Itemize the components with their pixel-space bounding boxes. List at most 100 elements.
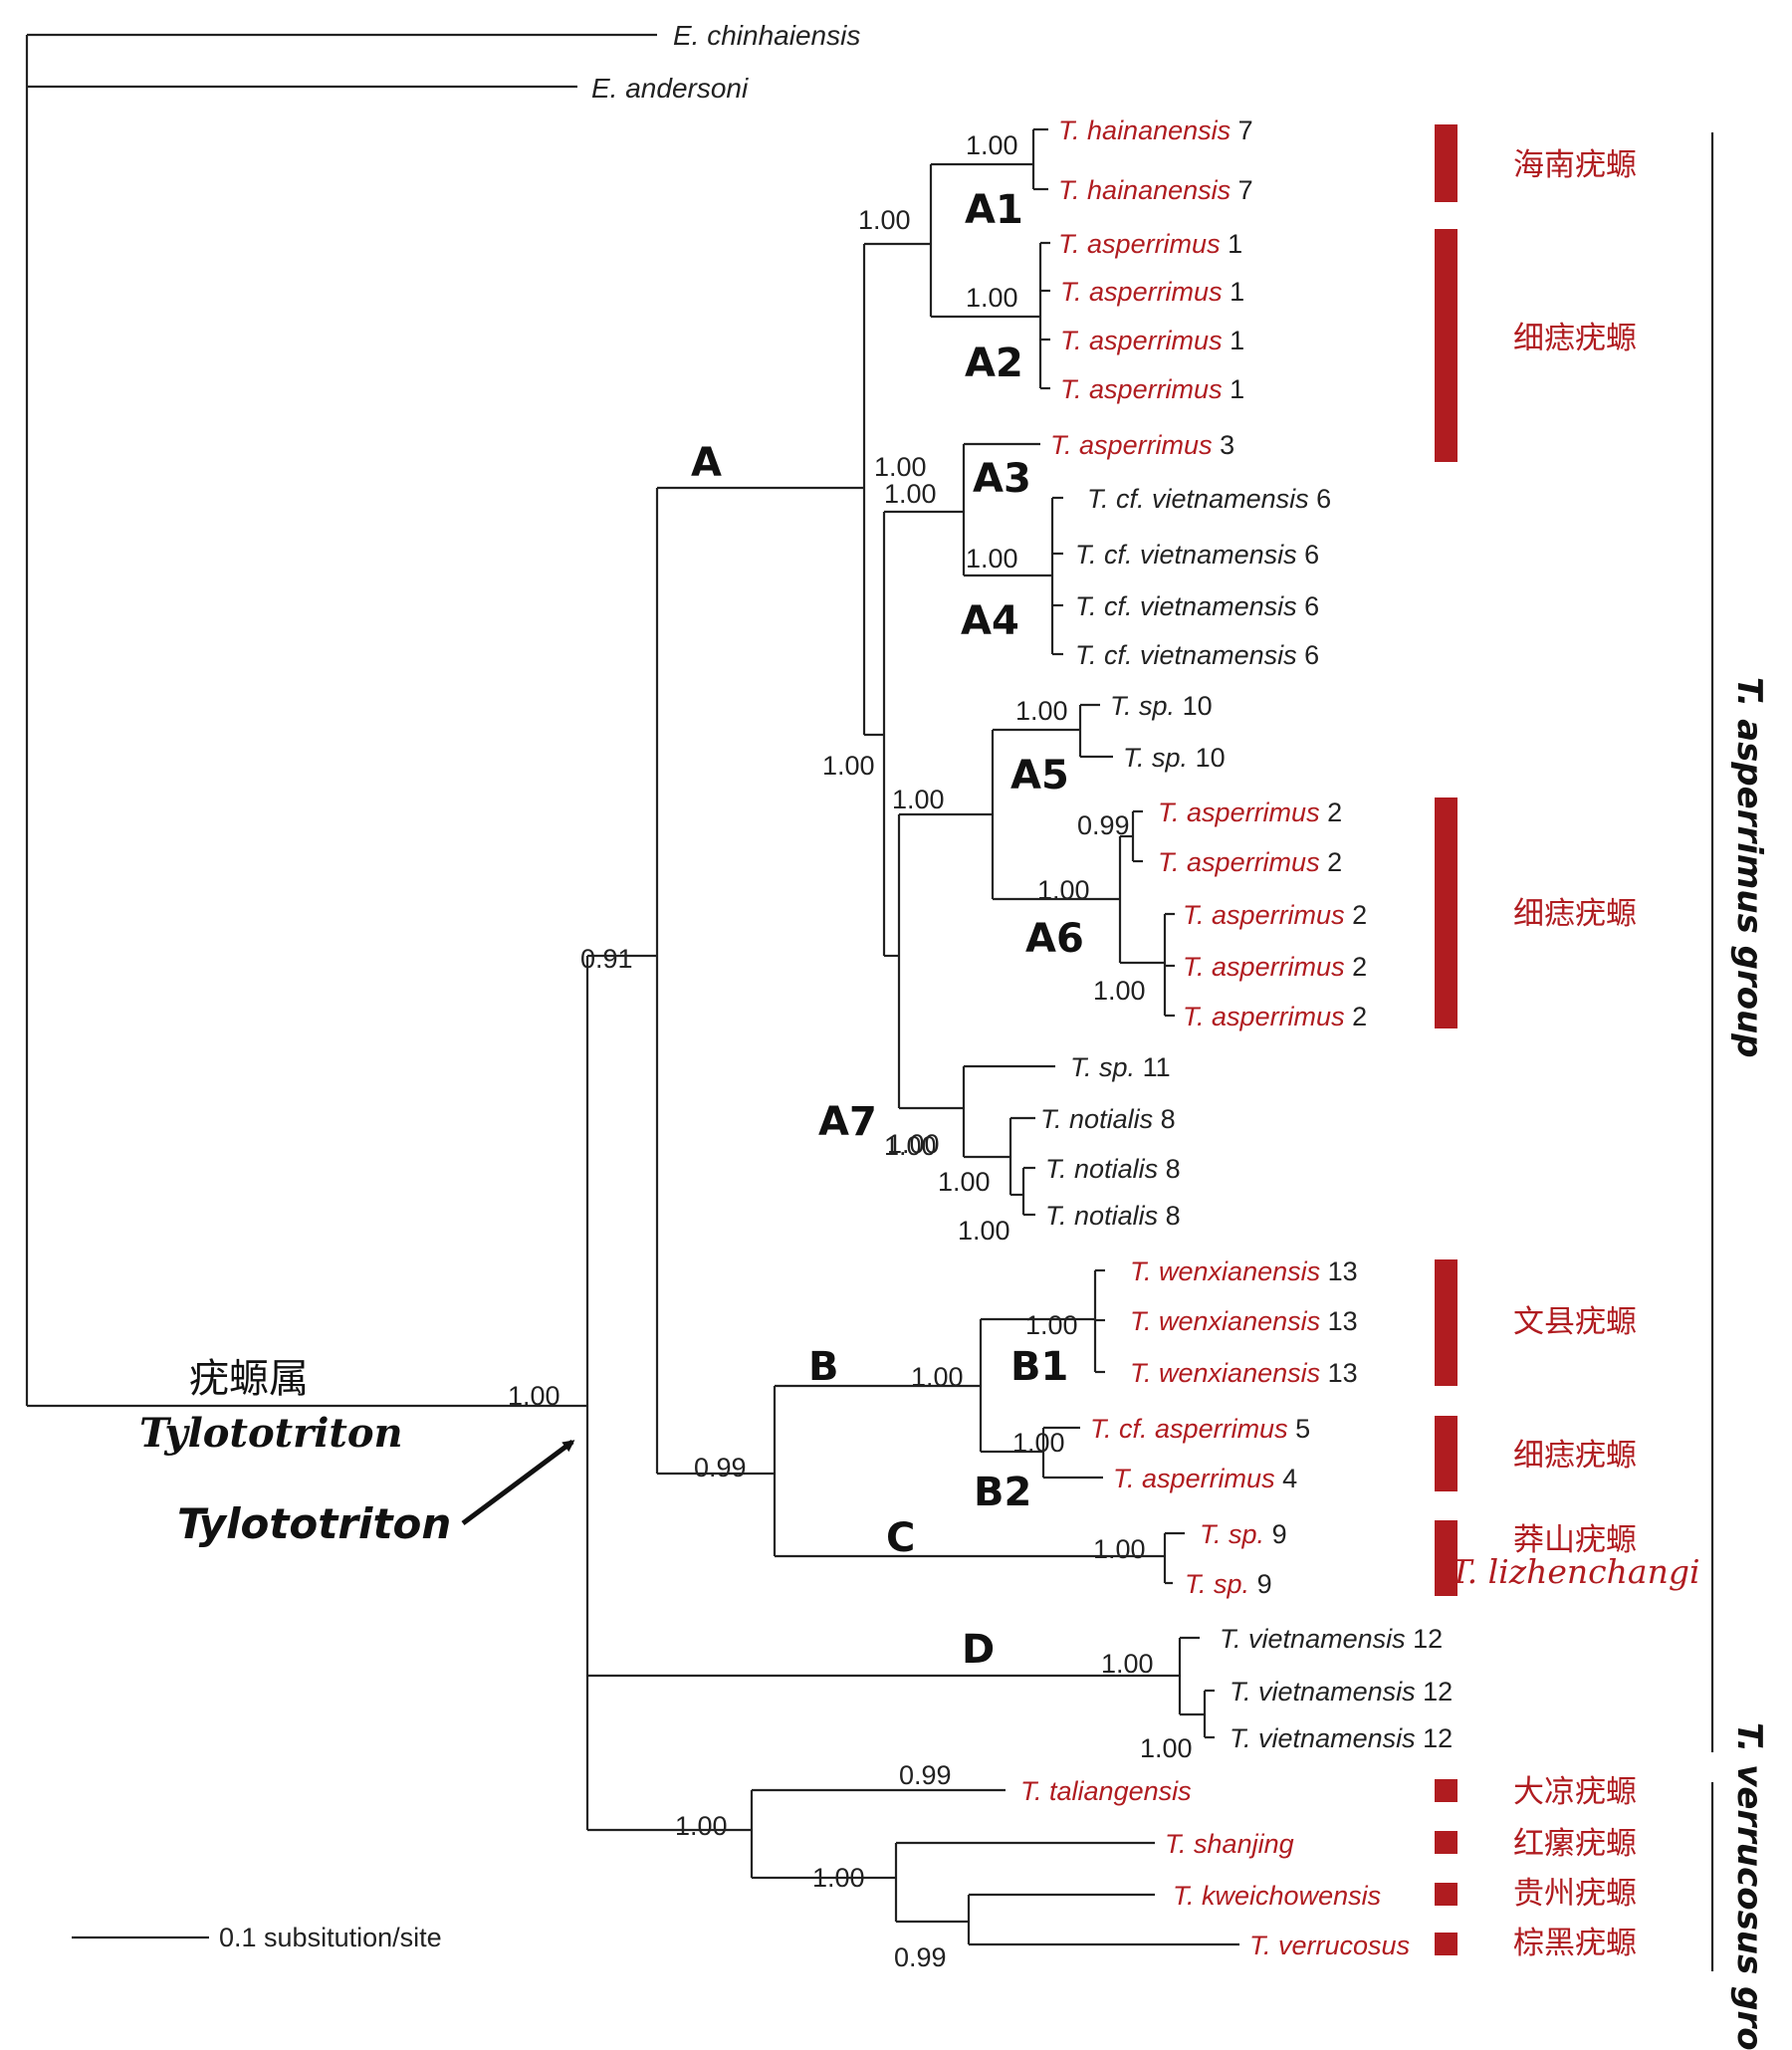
- lizhenchangi-label: T. lizhenchangi: [1450, 1552, 1699, 1591]
- red-bar: [1435, 1933, 1457, 1955]
- chinese-name: 红瘰疣螈: [1513, 1826, 1637, 1862]
- tip-genus: T.: [1183, 1002, 1212, 1031]
- tip-genus: T.: [1070, 1052, 1099, 1082]
- tip-number: 4: [1275, 1464, 1298, 1493]
- support-value: 0.99: [894, 1942, 947, 1972]
- tip-label: T. cf. vietnamensis 6: [1075, 540, 1319, 569]
- support-value: 1.00: [1025, 1310, 1078, 1340]
- support-value: 1.00: [1140, 1733, 1193, 1763]
- clade-label: D: [962, 1627, 995, 1673]
- support-value: 1.00: [887, 1129, 940, 1159]
- tip-species: vietnamensis: [1258, 1723, 1416, 1753]
- tip-number: 8: [1158, 1201, 1181, 1231]
- tip-species: asperrimus: [1089, 326, 1223, 355]
- tip-genus: T.: [1130, 1256, 1159, 1286]
- tip-genus: T.: [1050, 430, 1079, 460]
- tip-genus: T.: [1020, 1776, 1049, 1806]
- tip-species: notialis: [1074, 1154, 1158, 1184]
- chinese-name: 细痣疣螈: [1513, 321, 1637, 356]
- tip-label: T. sp. 11: [1070, 1052, 1171, 1082]
- tip-label: T. cf. vietnamensis 6: [1075, 640, 1319, 670]
- tip-number: 6: [1297, 591, 1320, 621]
- tip-species: vietnamensis: [1248, 1624, 1406, 1654]
- chinese-name: 文县疣螈: [1513, 1304, 1637, 1340]
- tip-number: 3: [1213, 430, 1235, 460]
- tip-species: shanjing: [1194, 1829, 1294, 1859]
- tip-genus: T.: [1173, 1881, 1202, 1911]
- clade-label: A: [691, 440, 722, 486]
- tip-species: sp.: [1099, 1052, 1135, 1082]
- clade-labels: A A1 A2 A3 A4 A5 A6 A7 B B1 B2 C D: [691, 187, 1084, 1673]
- tip-genus: T.: [1075, 591, 1104, 621]
- tip-number: 5: [1288, 1414, 1311, 1444]
- tip-species: wenxianensis: [1159, 1358, 1320, 1388]
- tip-label: T. asperrimus 2: [1183, 1002, 1367, 1031]
- clade-label: A5: [1010, 753, 1069, 798]
- support-value: 1.00: [1012, 1428, 1065, 1458]
- tip-label: T. taliangensis: [1020, 1776, 1192, 1806]
- tip-number: 8: [1158, 1154, 1181, 1184]
- tip-number: 12: [1406, 1624, 1444, 1654]
- group-label-verrucosus: T. verrucosus group: [1729, 1722, 1769, 2050]
- tip-species: wenxianensis: [1159, 1306, 1320, 1336]
- tip-number: 11: [1135, 1052, 1171, 1082]
- tip-number: 13: [1320, 1306, 1358, 1336]
- support-values: 1.00 1.00 1.00 1.00 1.00 1.00 1.00 1.00 1.00 0.99…: [508, 130, 1193, 1972]
- support-value: 1.00: [1015, 696, 1068, 726]
- tip-species: sp.: [1152, 743, 1188, 773]
- tip-species: sp.: [1214, 1569, 1249, 1599]
- support-value: 1.00: [884, 1131, 937, 1161]
- tip-number: 2: [1345, 1002, 1368, 1031]
- tip-number: 6: [1309, 484, 1332, 514]
- red-bar: [1435, 1520, 1457, 1596]
- tip-label: T. wenxianensis 13: [1130, 1256, 1358, 1286]
- tip-species: wenxianensis: [1159, 1256, 1320, 1286]
- clade-label: A2: [965, 341, 1023, 386]
- tip-number: 2: [1345, 900, 1368, 930]
- tip-label: T. wenxianensis 13: [1130, 1306, 1358, 1336]
- support-value: 1.00: [858, 205, 911, 235]
- support-value: 1.00: [675, 1811, 728, 1841]
- chinese-names: 海南疣螈 细痣疣螈 细痣疣螈 文县疣螈 细痣疣螈 莽山疣螈 大凉疣螈 红瘰疣螈 …: [1450, 147, 1699, 1961]
- tip-species: kweichowensis: [1202, 1881, 1381, 1911]
- tip-number: 1: [1221, 229, 1243, 259]
- tip-genus: T.: [1220, 1624, 1248, 1654]
- red-bar: [1435, 1779, 1457, 1802]
- tip-label: T. hainanensis 7: [1058, 175, 1253, 205]
- support-value: 1.00: [911, 1362, 964, 1392]
- chinese-name: 细痣疣螈: [1513, 896, 1637, 932]
- support-value: 0.91: [580, 944, 633, 974]
- chinese-name: 大凉疣螈: [1513, 1774, 1637, 1810]
- tip-genus: T.: [1249, 1931, 1278, 1960]
- support-value: 0.99: [899, 1760, 952, 1790]
- support-value: 1.00: [822, 751, 875, 781]
- genus-chinese-label: 疣螈属: [189, 1356, 309, 1402]
- clade-label: B: [808, 1344, 839, 1390]
- tip-genus: T.: [1165, 1829, 1194, 1859]
- tip-label: T. sp. 10: [1123, 743, 1226, 773]
- tip-species: hainanensis: [1087, 115, 1231, 145]
- tip-genus: T.: [1058, 229, 1087, 259]
- tip-genus: T.: [1060, 277, 1089, 307]
- tip-species: verrucosus: [1278, 1931, 1410, 1960]
- support-value: 0.99: [694, 1453, 747, 1482]
- tip-number: 1: [1223, 326, 1245, 355]
- outgroup-label: E. chinhaiensis: [673, 20, 860, 51]
- tip-number: 6: [1297, 640, 1320, 670]
- tip-species: notialis: [1074, 1201, 1158, 1231]
- tip-genus: T.: [1075, 640, 1104, 670]
- tip-label: T. wenxianensis 13: [1130, 1358, 1358, 1388]
- support-value: 1.00: [966, 130, 1018, 160]
- tip-genus: T.: [1230, 1677, 1258, 1707]
- tip-genus: T.: [1158, 797, 1187, 827]
- tip-species: hainanensis: [1087, 175, 1231, 205]
- tip-genus: T.: [1113, 1464, 1142, 1493]
- tip-label: T. vietnamensis 12: [1230, 1677, 1453, 1707]
- tip-number: 13: [1320, 1358, 1358, 1388]
- tip-genus: T.: [1130, 1358, 1159, 1388]
- tip-genus: T.: [1045, 1201, 1074, 1231]
- tip-label: T. asperrimus 4: [1113, 1464, 1297, 1493]
- tip-species: asperrimus: [1087, 229, 1221, 259]
- tip-number: 10: [1188, 743, 1226, 773]
- chinese-name: 贵州疣螈: [1513, 1876, 1637, 1912]
